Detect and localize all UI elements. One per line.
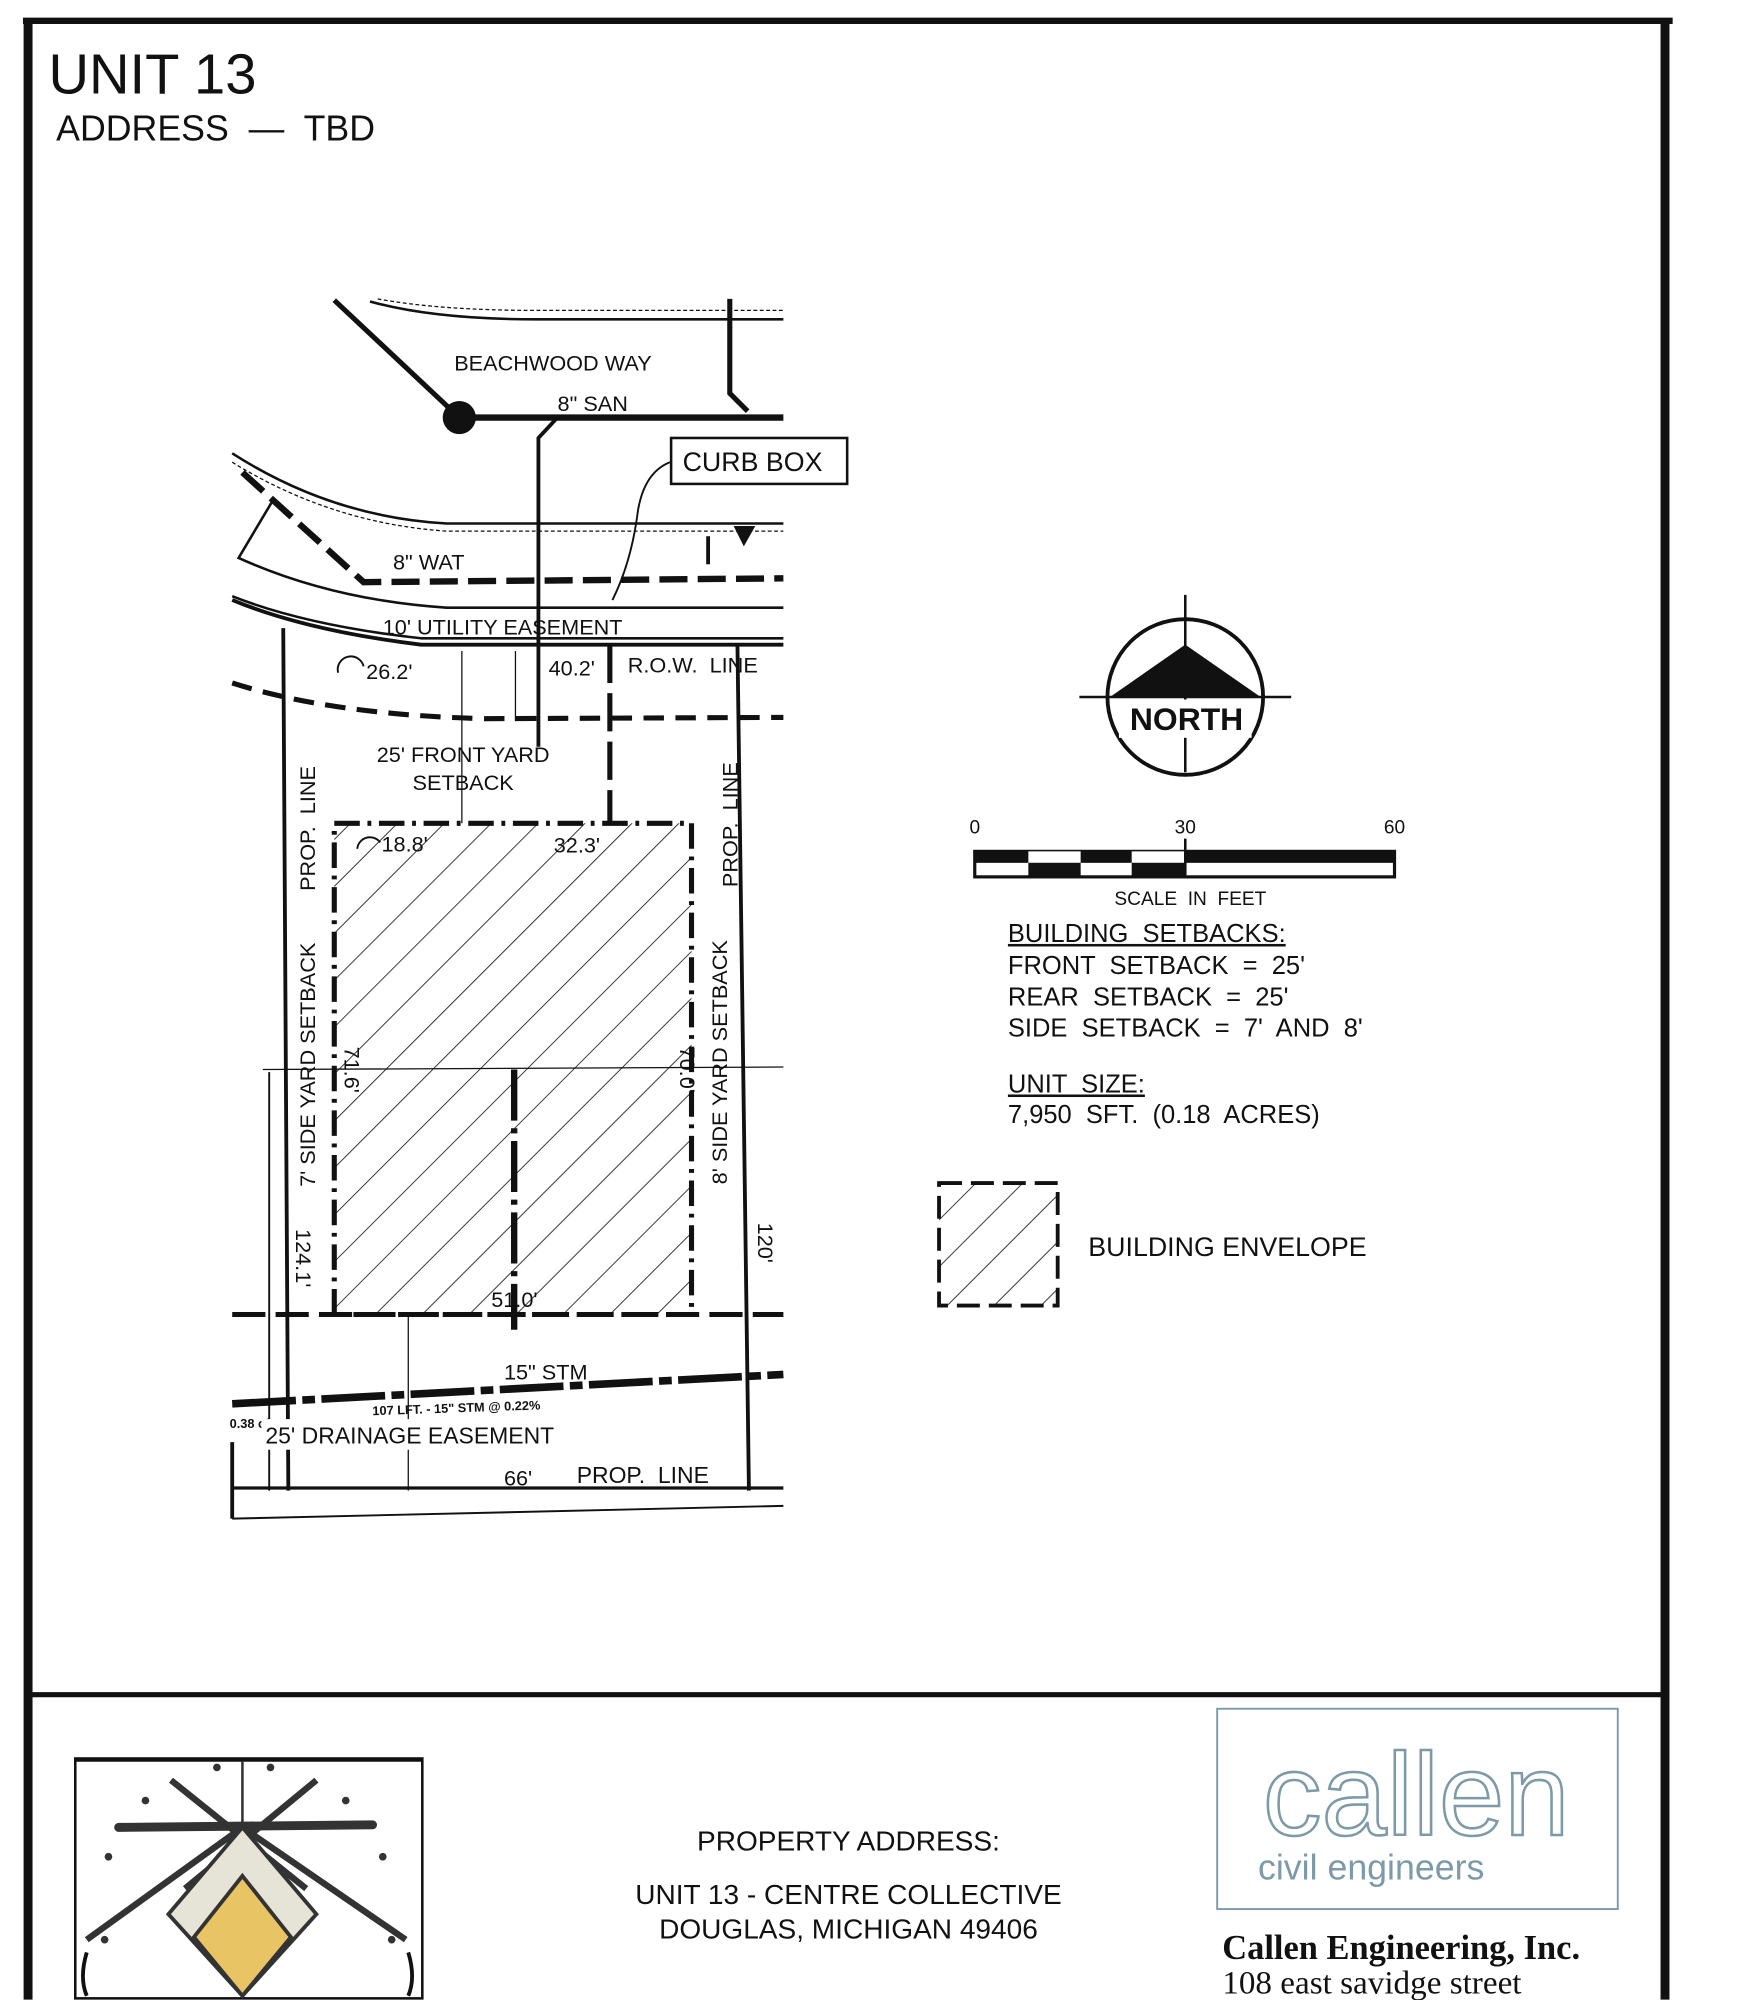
scale-label: SCALE IN FEET bbox=[1114, 889, 1266, 910]
bottom-prop-line-label: PROP. LINE bbox=[577, 1462, 709, 1488]
san-label: 8" SAN bbox=[558, 391, 628, 416]
company-name: Callen Engineering, Inc. bbox=[1222, 1929, 1580, 1967]
scale-tick-60: 60 bbox=[1384, 818, 1405, 839]
scale-tick-30: 30 bbox=[1175, 818, 1196, 839]
sheet-border bbox=[22, 17, 1673, 2000]
dim-40: 40.2' bbox=[549, 655, 595, 680]
dim-71: 71.6' bbox=[339, 1047, 364, 1093]
stm-label: 15" STM bbox=[504, 1360, 588, 1385]
callen-logo-word: callen bbox=[1263, 1729, 1570, 1860]
arc-length-18: 18.8' bbox=[381, 831, 427, 856]
right-prop-line-label: PROP. LINE bbox=[717, 762, 742, 887]
callen-logo-tagline: civil engineers bbox=[1258, 1848, 1484, 1888]
dim-120: 120' bbox=[753, 1223, 778, 1263]
dim-51: 51.0' bbox=[491, 1287, 537, 1312]
setbacks-heading: BUILDING SETBACKS: bbox=[1008, 920, 1286, 948]
utility-easement-label: 10' UTILITY EASEMENT bbox=[383, 614, 623, 639]
front-setback-note: FRONT SETBACK = 25' bbox=[1008, 952, 1305, 980]
side-setback-note: SIDE SETBACK = 7' AND 8' bbox=[1008, 1014, 1363, 1042]
north-label: NORTH bbox=[1130, 701, 1243, 737]
building-envelope-legend-label: BUILDING ENVELOPE bbox=[1088, 1232, 1366, 1262]
setback-notes: BUILDING SETBACKS: FRONT SETBACK = 25' R… bbox=[1008, 920, 1363, 1129]
building-envelope-legend-swatch bbox=[937, 1181, 1060, 1308]
north-arrow-icon bbox=[1079, 594, 1292, 777]
dim-124: 124.1' bbox=[291, 1229, 316, 1287]
left-prop-line-label: PROP. LINE bbox=[295, 766, 320, 891]
curb-box-callout bbox=[669, 436, 849, 486]
front-setback-label-2: SETBACK bbox=[413, 770, 515, 795]
address-line-1: UNIT 13 - CENTRE COLLECTIVE bbox=[635, 1879, 1062, 1910]
address-line-2: DOUGLAS, MICHIGAN 49406 bbox=[659, 1913, 1038, 1944]
right-side-setback-label: 8' SIDE YARD SETBACK bbox=[707, 940, 732, 1185]
stm-note: 107 LFT. - 15" STM @ 0.22% bbox=[372, 1397, 540, 1418]
dim-70: 70.0' bbox=[675, 1047, 700, 1093]
drainage-easement-label: 25' DRAINAGE EASEMENT bbox=[265, 1422, 554, 1448]
left-side-setback-label: 7' SIDE YARD SETBACK bbox=[295, 942, 320, 1187]
front-setback-label-1: 25' FRONT YARD bbox=[377, 742, 550, 767]
rear-setback-note: REAR SETBACK = 25' bbox=[1008, 984, 1289, 1012]
callen-logo: callen civil engineers bbox=[1216, 1707, 1619, 1911]
sheet-title: UNIT 13 bbox=[48, 43, 256, 106]
company-address: 108 east savidge street bbox=[1222, 1964, 1522, 2000]
curb-box-label: CURB BOX bbox=[683, 447, 823, 477]
property-address-heading: PROPERTY ADDRESS: bbox=[697, 1825, 1000, 1856]
arc-length-26: 26.2' bbox=[366, 659, 412, 684]
centre-collective-logo bbox=[74, 1757, 424, 2000]
sheet-subtitle: ADDRESS — TBD bbox=[56, 109, 375, 149]
site-plan-drawing bbox=[230, 298, 849, 1520]
row-line-label: R.O.W. LINE bbox=[628, 653, 758, 678]
unit-size-value: 7,950 SFT. (0.18 ACRES) bbox=[1008, 1101, 1320, 1129]
wat-label: 8" WAT bbox=[393, 549, 465, 574]
arc-icon bbox=[336, 655, 365, 673]
unit-size-heading: UNIT SIZE: bbox=[1008, 1071, 1145, 1099]
dim-32: 32.3' bbox=[554, 833, 600, 858]
scale-tick-0: 0 bbox=[969, 818, 980, 839]
street-label: BEACHWOOD WAY bbox=[454, 350, 651, 375]
dim-66: 66' bbox=[504, 1465, 532, 1490]
arc-icon bbox=[356, 836, 381, 849]
scale-bar bbox=[973, 838, 1397, 879]
